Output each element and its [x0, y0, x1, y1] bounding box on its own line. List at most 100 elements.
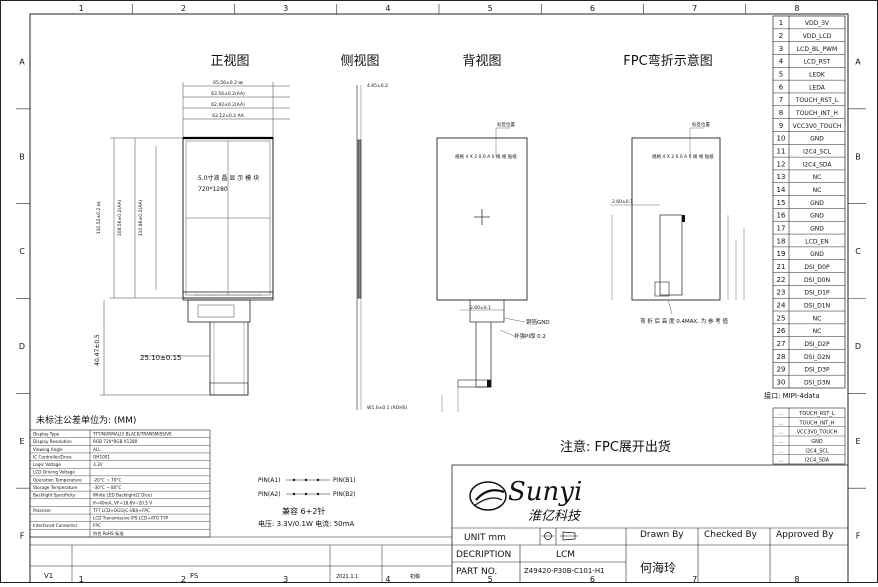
spec-label: Polarizer — [33, 508, 51, 513]
logo-wordmark: Sunyi — [508, 477, 582, 507]
pin-signal: DSI_D1N — [804, 302, 830, 309]
pin-signal: TOUCH_RST_L — [795, 97, 839, 104]
spec-title: 未标注公差单位为: (MM) — [36, 414, 136, 426]
drawn-by-label: Drawn By — [640, 530, 684, 540]
checked-by-label: Checked By — [704, 530, 758, 540]
pin-number: 22 — [777, 276, 786, 284]
pin-number: 13 — [777, 173, 786, 181]
pin-signal: GND — [810, 251, 824, 258]
spec-value: TFT LCD+OGG(C-UBI)+FPC — [92, 508, 150, 513]
part-number-label: PART NO. — [456, 567, 497, 577]
pin-signal: NC — [813, 174, 822, 181]
pin-signal: I2C4_SDA — [802, 161, 832, 168]
projection-symbol-icon — [542, 531, 578, 541]
fpc-bend-note: 弯 折 后 高 度 0.4MAX, 为 参 考 值 — [640, 317, 729, 325]
pin-legend-a-left: PIN(A1) — [258, 477, 280, 484]
pin-signal: I2C4_SCL — [803, 149, 832, 156]
spec-value: 3.3V — [93, 462, 103, 467]
pin-number: 11 — [777, 148, 786, 156]
revision-note: 初稿 — [410, 573, 420, 580]
spec-value: If=40mA, VF=18.6V~20.5 V — [93, 500, 152, 505]
pin-number: 18 — [777, 237, 786, 245]
spec-label: IC Controller/Drive — [33, 454, 72, 459]
pin-legend-a-right: PIN(B1) — [333, 477, 356, 484]
pin-number: 8 — [779, 109, 783, 117]
spec-label: LCD Driving Voltage — [33, 470, 75, 475]
grid-row-label: B — [19, 152, 25, 161]
pin-number: 23 — [777, 289, 786, 297]
revision-date: 2021.1.1 — [336, 574, 358, 580]
front-dim-top-2: 63.56±0.2(AA) — [211, 91, 245, 97]
grid-column-label-bottom: 7 — [692, 575, 697, 583]
pin-signal: LCD_BL_PWM — [797, 46, 837, 53]
pin-signal: NC — [813, 187, 822, 194]
pin-legend-b-left: PIN(A2) — [258, 491, 280, 498]
spec-label: Viewing Angle — [33, 447, 63, 452]
part-number-value: Z49420-P30B-C101-H1 — [524, 567, 605, 575]
title-block: Sunyi 淮亿科技 UNIT mm DECRIPTION LCM PART N… — [451, 464, 849, 584]
approved-by-label: Approved By — [776, 530, 834, 540]
pin-signal: GND — [810, 213, 824, 220]
grid-row-label: F — [20, 532, 25, 541]
front-view: 65.56±0.2 ㎜ 63.56±0.2(AA) 62.92±0.2(AA) … — [94, 80, 290, 396]
grid-row-label-right: D — [855, 342, 861, 351]
pin-number: 17 — [777, 224, 786, 232]
pin-signal: VCC3V0_TOUCH — [793, 123, 842, 130]
pin-signal: VDD_3V — [805, 20, 830, 27]
pin-number: 30 — [777, 378, 786, 386]
pin-interface-note: 接口: MIPI-4data — [764, 391, 820, 400]
front-fpc-dim-length: 40.47±0.5 — [94, 334, 101, 366]
grid-row-label-right: B — [855, 152, 861, 161]
spec-label: Logic Voltage — [33, 462, 61, 467]
pin-signal: DSI_D0N — [804, 277, 830, 284]
spec-value: TFT/NORMALLY BLACK/TRANSMISSIVE — [92, 432, 172, 437]
pin-legend-connector: 兼容 6+2针 — [282, 506, 325, 516]
grid-column-label: 8 — [794, 4, 799, 13]
spec-value: 符合 RoHS 标准 — [93, 530, 124, 537]
pin-signal: VDD_LCD — [803, 33, 832, 40]
grid-column-label-bottom: 8 — [794, 575, 799, 583]
spec-label: Interfaced Connector — [33, 523, 78, 528]
spec-label: Operation Temperature — [33, 477, 82, 482]
pin-signal: DSI_D2N — [804, 354, 830, 361]
grid-row-label-right: C — [855, 247, 861, 256]
pin-number: 10 — [777, 135, 786, 143]
grid-row-label-right: F — [856, 532, 861, 541]
pin-signal: LEDK — [809, 72, 826, 79]
pin-number: 15 — [777, 199, 786, 207]
spec-label: Backlight Specificity — [33, 493, 76, 498]
pin-number: 21 — [777, 263, 786, 271]
shipping-notice: 注意: FPC展开出货 — [560, 439, 671, 455]
touch-pin-signal: I2C4_SDA — [805, 458, 830, 464]
grid-row-label: C — [19, 247, 25, 256]
view-title-side: 侧视图 — [340, 54, 379, 69]
grid-column-label-bottom: 5 — [488, 575, 493, 583]
fpc-label-spec: 规格 4 X 2 0.0 A 0 规 格 贴纸 — [652, 153, 714, 160]
company-name: 淮亿科技 — [528, 509, 582, 524]
description-label: DECRIPTION — [456, 550, 511, 560]
pin-number: 3 — [779, 45, 783, 53]
front-dim-left-1: 110.52±0.2 ㎜ — [96, 201, 102, 234]
spec-value: FPC — [93, 523, 101, 528]
pin-number: 14 — [777, 186, 786, 194]
grid-row-label: A — [19, 57, 25, 66]
pin-signal: GND — [810, 136, 824, 143]
grid-column-label: 3 — [283, 4, 288, 13]
view-title-back: 背视图 — [462, 54, 501, 69]
touch-pin-number: ... — [779, 420, 784, 426]
pin-legend: PIN(A1) PIN(B1) PIN(A2) PIN(B2) 兼容 6+2针 … — [258, 477, 356, 528]
touch-pin-signal: VCC3V0_TOUCH — [797, 430, 838, 436]
side-dim-bottom: W1.0±0.1 (ROHS) — [367, 405, 408, 411]
grid-column-label: 1 — [79, 4, 84, 13]
fpc-fold-view: 标签位置 规格 4 X 2 0.0 A 0 规 格 贴纸 2.60±0.1 弯 … — [610, 121, 745, 325]
pin-signal: NC — [813, 328, 822, 335]
pin-number: 5 — [779, 71, 783, 79]
view-title-fpc: FPC弯折示意图 — [623, 53, 712, 69]
spec-value: -20°C ~ 70°C — [93, 477, 121, 482]
